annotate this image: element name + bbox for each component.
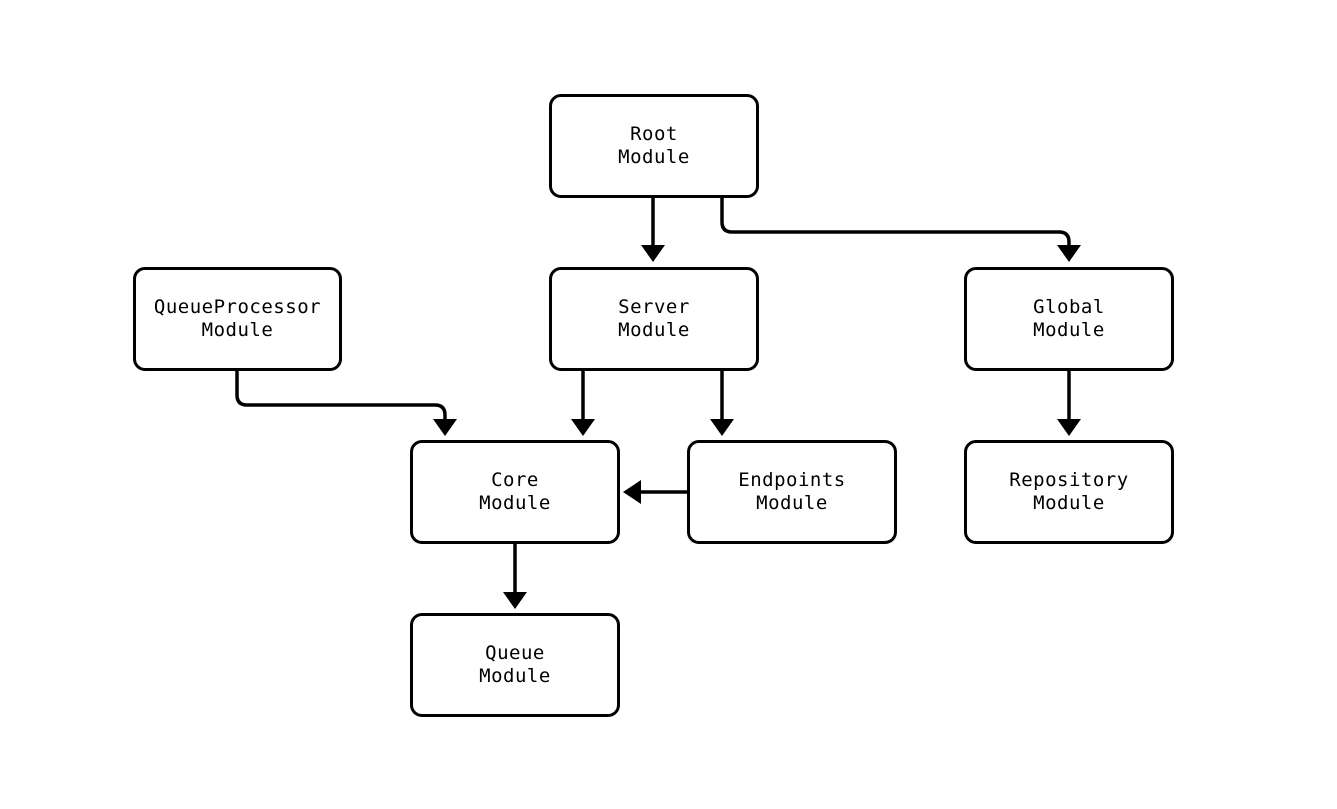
edge-global-to-repository [1057,371,1081,436]
edge-server-to-endpoints [710,371,734,436]
node-queueprocessor-module-suffix: Module [201,319,274,341]
node-repository-module-suffix: Module [1033,492,1105,514]
node-core-module-name: Core [491,469,539,491]
node-root-module[interactable]: Root Module [549,94,759,198]
edge-queueprocessor-to-core [235,371,457,436]
edge-root-to-global [720,197,1081,262]
node-queueprocessor-module[interactable]: QueueProcessor Module [133,267,342,371]
node-root-module-name: Root [630,123,678,145]
node-queue-module-suffix: Module [479,665,551,687]
node-server-module[interactable]: Server Module [549,267,759,371]
edge-root-to-server [641,197,665,262]
node-global-module-suffix: Module [1033,319,1105,341]
node-endpoints-module-suffix: Module [756,492,828,514]
node-core-module[interactable]: Core Module [410,440,620,544]
node-server-module-name: Server [618,296,690,318]
node-core-module-suffix: Module [479,492,551,514]
node-repository-module[interactable]: Repository Module [964,440,1174,544]
edge-endpoints-to-core [623,480,687,504]
node-queueprocessor-module-name: QueueProcessor [153,296,322,318]
edge-core-to-queue [503,544,527,609]
node-global-module-name: Global [1033,296,1105,318]
node-root-module-suffix: Module [618,146,690,168]
node-server-module-suffix: Module [618,319,690,341]
node-global-module[interactable]: Global Module [964,267,1174,371]
node-repository-module-name: Repository [1009,469,1129,491]
node-queue-module[interactable]: Queue Module [410,613,620,717]
node-endpoints-module-name: Endpoints [738,469,846,491]
edge-server-to-core [571,371,595,436]
node-queue-module-name: Queue [485,642,545,664]
node-endpoints-module[interactable]: Endpoints Module [687,440,897,544]
